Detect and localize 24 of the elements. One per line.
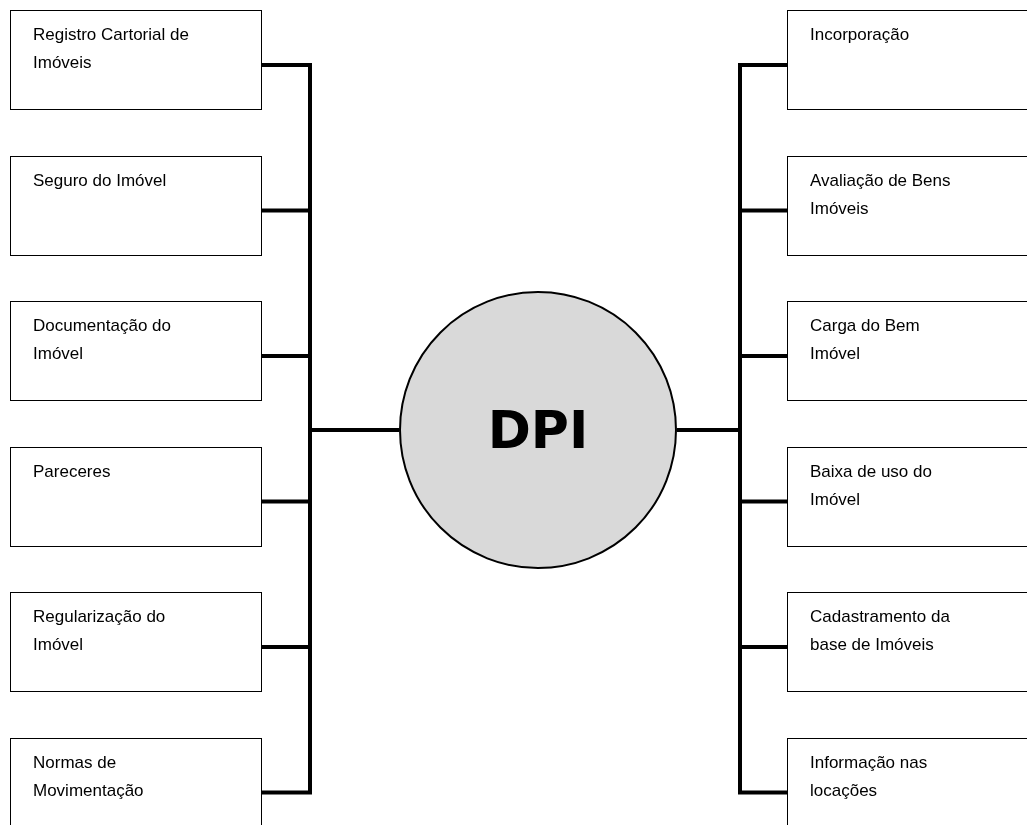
topic-label: Normas de Movimentação — [33, 751, 145, 802]
topic-label: Seguro do Imóvel — [33, 169, 168, 192]
center-label: DPI — [487, 400, 589, 460]
topic-label: Informação nas locações — [810, 751, 929, 802]
topic-label: Cadastramento da base de Imóveis — [810, 606, 951, 656]
topic-box — [10, 10, 262, 110]
topic-box — [787, 446, 1027, 547]
topic-label: Documentação do Imóvel — [33, 315, 172, 365]
topic-box — [787, 10, 1027, 110]
topic-box — [10, 155, 262, 256]
connector-line — [262, 428, 399, 795]
topic-label: Carga do Bem Imóvel — [810, 315, 921, 365]
topic-box — [787, 301, 1027, 401]
topic-box — [10, 446, 262, 547]
topic-box — [10, 592, 262, 692]
topic-label: Baixa de uso do Imóvel — [810, 460, 933, 511]
topic-box — [10, 301, 262, 401]
topic-label: Avaliação de Bens Imóveis — [810, 169, 952, 220]
topic-label: Regularização do Imóvel — [33, 606, 167, 656]
topic-box — [787, 592, 1027, 692]
topic-box — [787, 155, 1027, 256]
topic-label: Incorporação — [810, 24, 911, 46]
topic-label: Registro Cartorial de Imóveis — [33, 24, 190, 74]
topic-label: Pareceres — [33, 460, 112, 483]
